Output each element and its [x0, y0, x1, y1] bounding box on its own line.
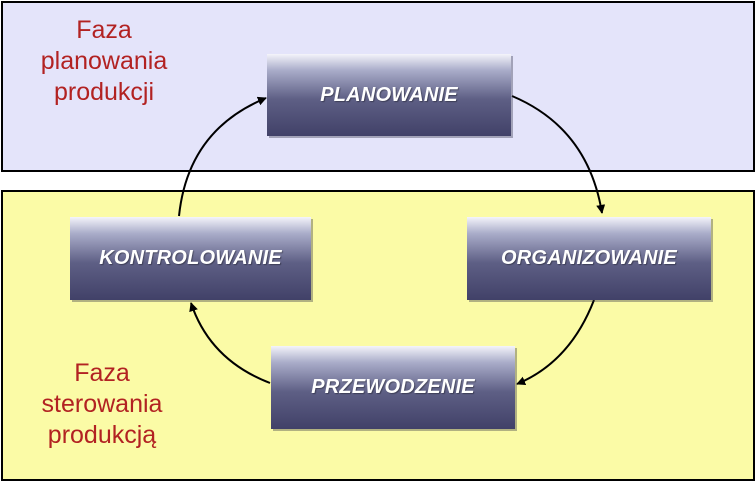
control-phase-label-line-3: produkcją	[47, 421, 157, 449]
planning-phase-label-line-3: produkcji	[53, 78, 155, 106]
step-planowanie-label: PLANOWANIE	[320, 83, 458, 106]
step-przewodzenie-box: PRZEWODZENIE	[271, 346, 515, 429]
step-organizowanie-label: ORGANIZOWANIE	[501, 247, 677, 269]
control-phase-label: Faza sterowania produkcją	[12, 358, 192, 451]
planning-phase-label: Faza planowania produkcji	[24, 15, 184, 108]
step-kontrolowanie-label: KONTROLOWANIE	[99, 247, 282, 269]
planning-phase-label-line-1: Faza	[76, 16, 132, 44]
step-planowanie-box: PLANOWANIE	[267, 54, 511, 136]
step-organizowanie-box: ORGANIZOWANIE	[467, 217, 711, 300]
step-przewodzenie-label: PRZEWODZENIE	[311, 376, 475, 398]
control-phase-label-line-2: sterowania	[41, 390, 163, 418]
step-kontrolowanie-box: KONTROLOWANIE	[70, 217, 311, 300]
control-phase-label-line-1: Faza	[74, 359, 130, 387]
planning-phase-label-line-2: planowania	[40, 47, 168, 75]
